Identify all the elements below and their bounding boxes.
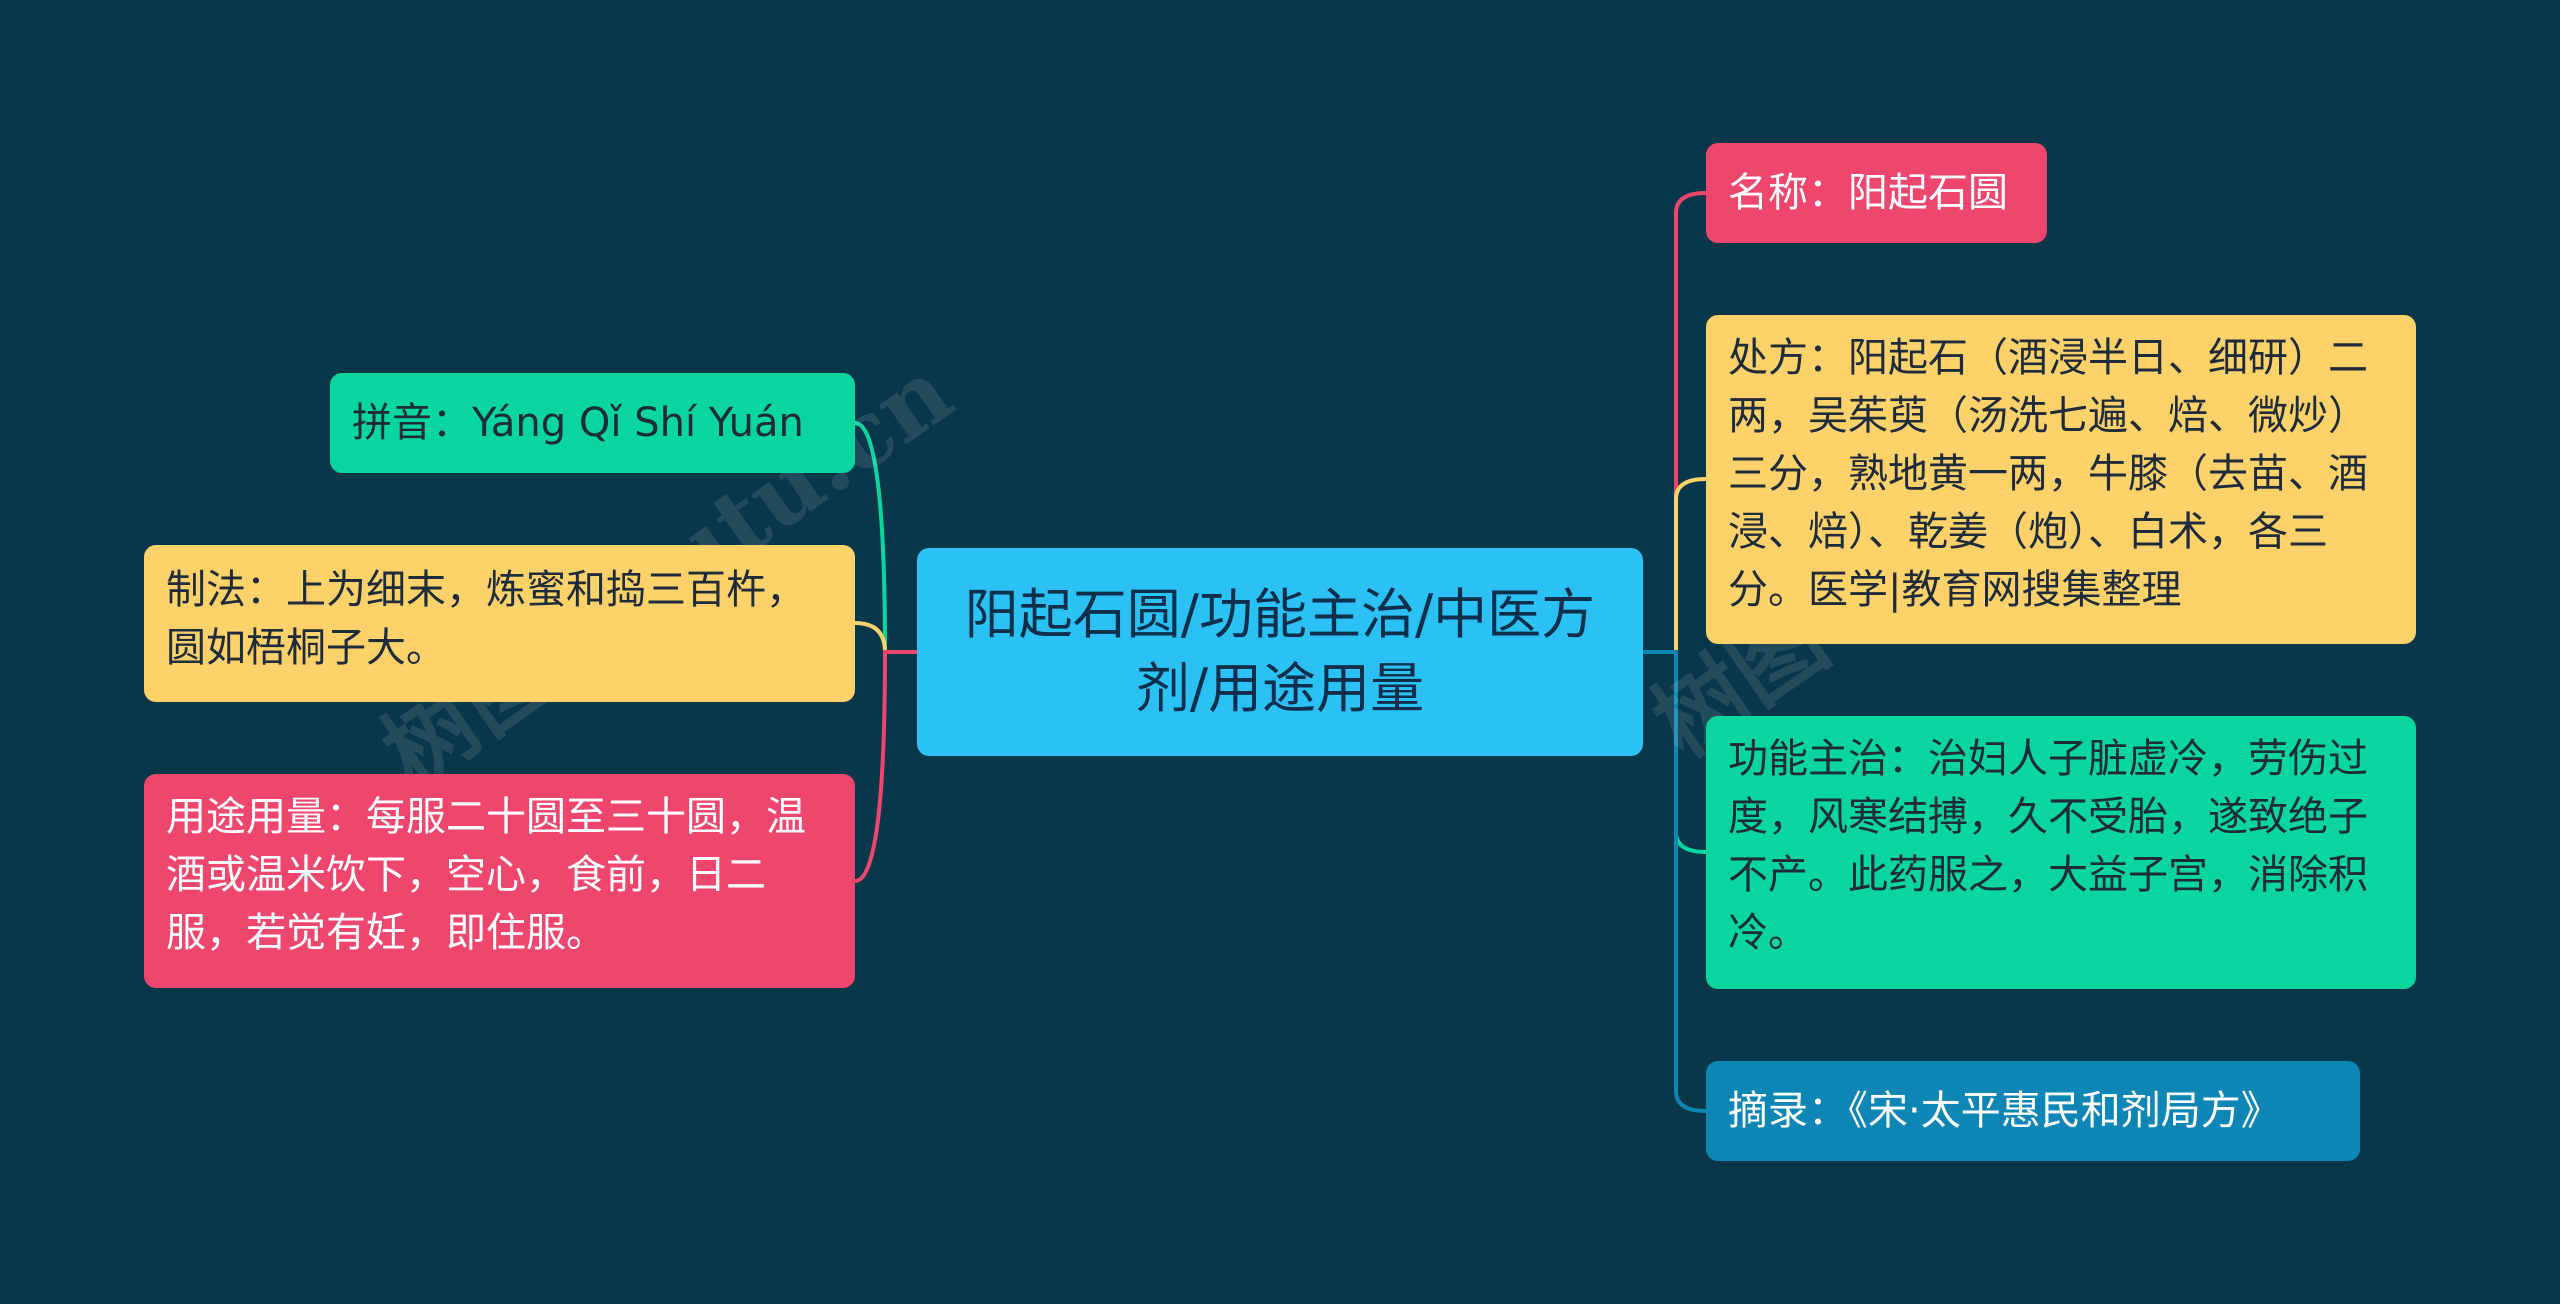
node-source-label: 摘录：《宋·太平惠民和剂局方》 xyxy=(1728,1088,2281,1134)
node-pinyin-label: 拼音：Yáng Qǐ Shí Yuán xyxy=(352,400,804,446)
node-name[interactable]: 名称：阳起石圆 xyxy=(1706,143,2047,243)
connector-pinyin xyxy=(854,421,917,654)
node-name-label: 名称：阳起石圆 xyxy=(1728,170,2008,216)
connector-function xyxy=(1643,650,1707,854)
connector-recipe xyxy=(1643,477,1707,654)
node-usage-dosage[interactable]: 用途用量：每服二十圆至三十圆，温酒或温米饮下，空心，食前，日二服，若觉有妊，即住… xyxy=(144,774,855,988)
central-topic-label: 阳起石圆/功能主治/中医方剂/用途用量 xyxy=(964,583,1596,720)
connector-name xyxy=(1643,191,1707,654)
connector-source xyxy=(1643,650,1707,1113)
node-source[interactable]: 摘录：《宋·太平惠民和剂局方》 xyxy=(1706,1061,2360,1161)
connector-method xyxy=(854,621,917,654)
connector-usage xyxy=(854,650,917,883)
node-usage-dosage-label: 用途用量：每服二十圆至三十圆，温酒或温米饮下，空心，食前，日二服，若觉有妊，即住… xyxy=(166,794,806,956)
node-preparation-method[interactable]: 制法：上为细末，炼蜜和捣三百杵，圆如梧桐子大。 xyxy=(144,545,855,702)
node-indications-label: 功能主治：治妇人子脏虚冷，劳伤过度，风寒结搏，久不受胎，遂致绝子不产。此药服之，… xyxy=(1728,736,2368,956)
node-prescription[interactable]: 处方：阳起石（酒浸半日、细研）二两，吴茱萸（汤洗七遍、焙、微炒）三分，熟地黄一两… xyxy=(1706,315,2416,644)
node-prescription-label: 处方：阳起石（酒浸半日、细研）二两，吴茱萸（汤洗七遍、焙、微炒）三分，熟地黄一两… xyxy=(1728,335,2368,613)
node-pinyin[interactable]: 拼音：Yáng Qǐ Shí Yuán xyxy=(330,373,855,473)
central-topic[interactable]: 阳起石圆/功能主治/中医方剂/用途用量 xyxy=(917,548,1643,756)
node-preparation-method-label: 制法：上为细末，炼蜜和捣三百杵，圆如梧桐子大。 xyxy=(166,567,806,671)
node-indications[interactable]: 功能主治：治妇人子脏虚冷，劳伤过度，风寒结搏，久不受胎，遂致绝子不产。此药服之，… xyxy=(1706,716,2416,989)
